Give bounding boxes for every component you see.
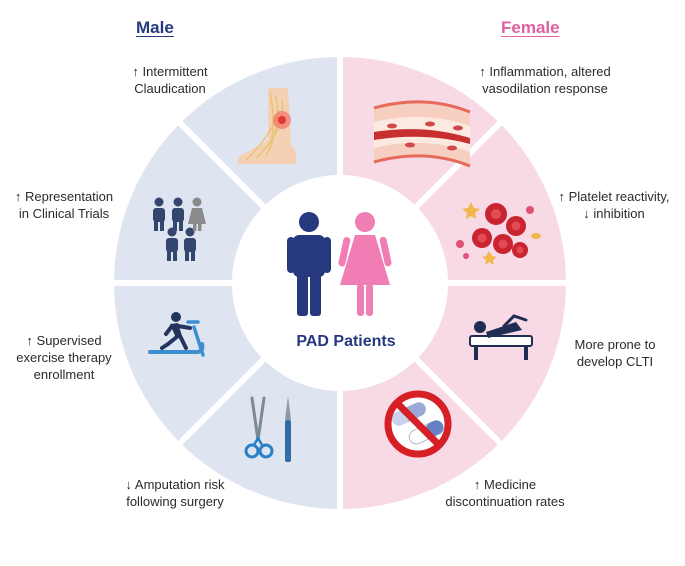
male-label-exercise: ↑ Supervised exercise therapy enrollment bbox=[0, 332, 128, 383]
female-figure-icon bbox=[338, 212, 392, 316]
male-sector-exercise bbox=[114, 285, 262, 441]
label-line: develop CLTI bbox=[576, 354, 654, 369]
female-label-medicine: ↑ Medicine discontinuation rates bbox=[420, 476, 590, 510]
center-title: PAD Patients bbox=[296, 333, 396, 350]
label-line: ↑ Inflammation, altered bbox=[479, 64, 611, 79]
female-label-clti: More prone to develop CLTI bbox=[555, 336, 675, 370]
male-figure-icon bbox=[287, 212, 331, 316]
female-sector-platelet bbox=[418, 125, 566, 281]
surgical-tools-icon bbox=[244, 396, 291, 462]
male-label-trials: ↑ Representation in Clinical Trials bbox=[0, 188, 128, 222]
people-group-icon bbox=[153, 197, 206, 261]
label-line: ↓ Amputation risk bbox=[125, 477, 225, 492]
foot-pain-icon bbox=[237, 88, 296, 164]
male-sector-claudication bbox=[182, 57, 338, 205]
label-line: More prone to bbox=[574, 337, 656, 352]
blood-cells-icon bbox=[456, 202, 541, 265]
label-line: following surgery bbox=[126, 494, 224, 509]
label-line: ↑ Medicine bbox=[473, 477, 537, 492]
label-line: ↓ inhibition bbox=[583, 206, 645, 221]
male-sector-trials bbox=[114, 125, 262, 281]
label-line: ↑ Intermittent bbox=[132, 64, 208, 79]
blood-vessel-icon bbox=[373, 100, 471, 168]
male-label-amputation: ↓ Amputation risk following surgery bbox=[95, 476, 255, 510]
label-line: vasodilation response bbox=[482, 81, 608, 96]
label-line: exercise therapy bbox=[16, 350, 112, 365]
female-label-platelet: ↑ Platelet reactivity, ↓ inhibition bbox=[548, 188, 680, 222]
label-line: discontinuation rates bbox=[445, 494, 565, 509]
female-label-inflammation: ↑ Inflammation, altered vasodilation res… bbox=[445, 63, 645, 97]
female-sector-clti bbox=[418, 285, 566, 441]
label-line: in Clinical Trials bbox=[18, 206, 110, 221]
label-line: enrollment bbox=[33, 367, 95, 382]
no-pills-icon bbox=[384, 390, 452, 458]
label-line: Claudication bbox=[134, 81, 206, 96]
patient-bed-icon bbox=[469, 314, 533, 360]
treadmill-icon bbox=[148, 312, 205, 357]
label-line: ↑ Platelet reactivity, bbox=[558, 189, 670, 204]
label-line: ↑ Supervised bbox=[26, 333, 102, 348]
label-line: ↑ Representation bbox=[14, 189, 114, 204]
male-header: Male bbox=[136, 18, 174, 37]
female-header: Female bbox=[501, 18, 560, 37]
male-label-claudication: ↑ Intermittent Claudication bbox=[95, 63, 245, 97]
center-circle bbox=[232, 175, 448, 391]
